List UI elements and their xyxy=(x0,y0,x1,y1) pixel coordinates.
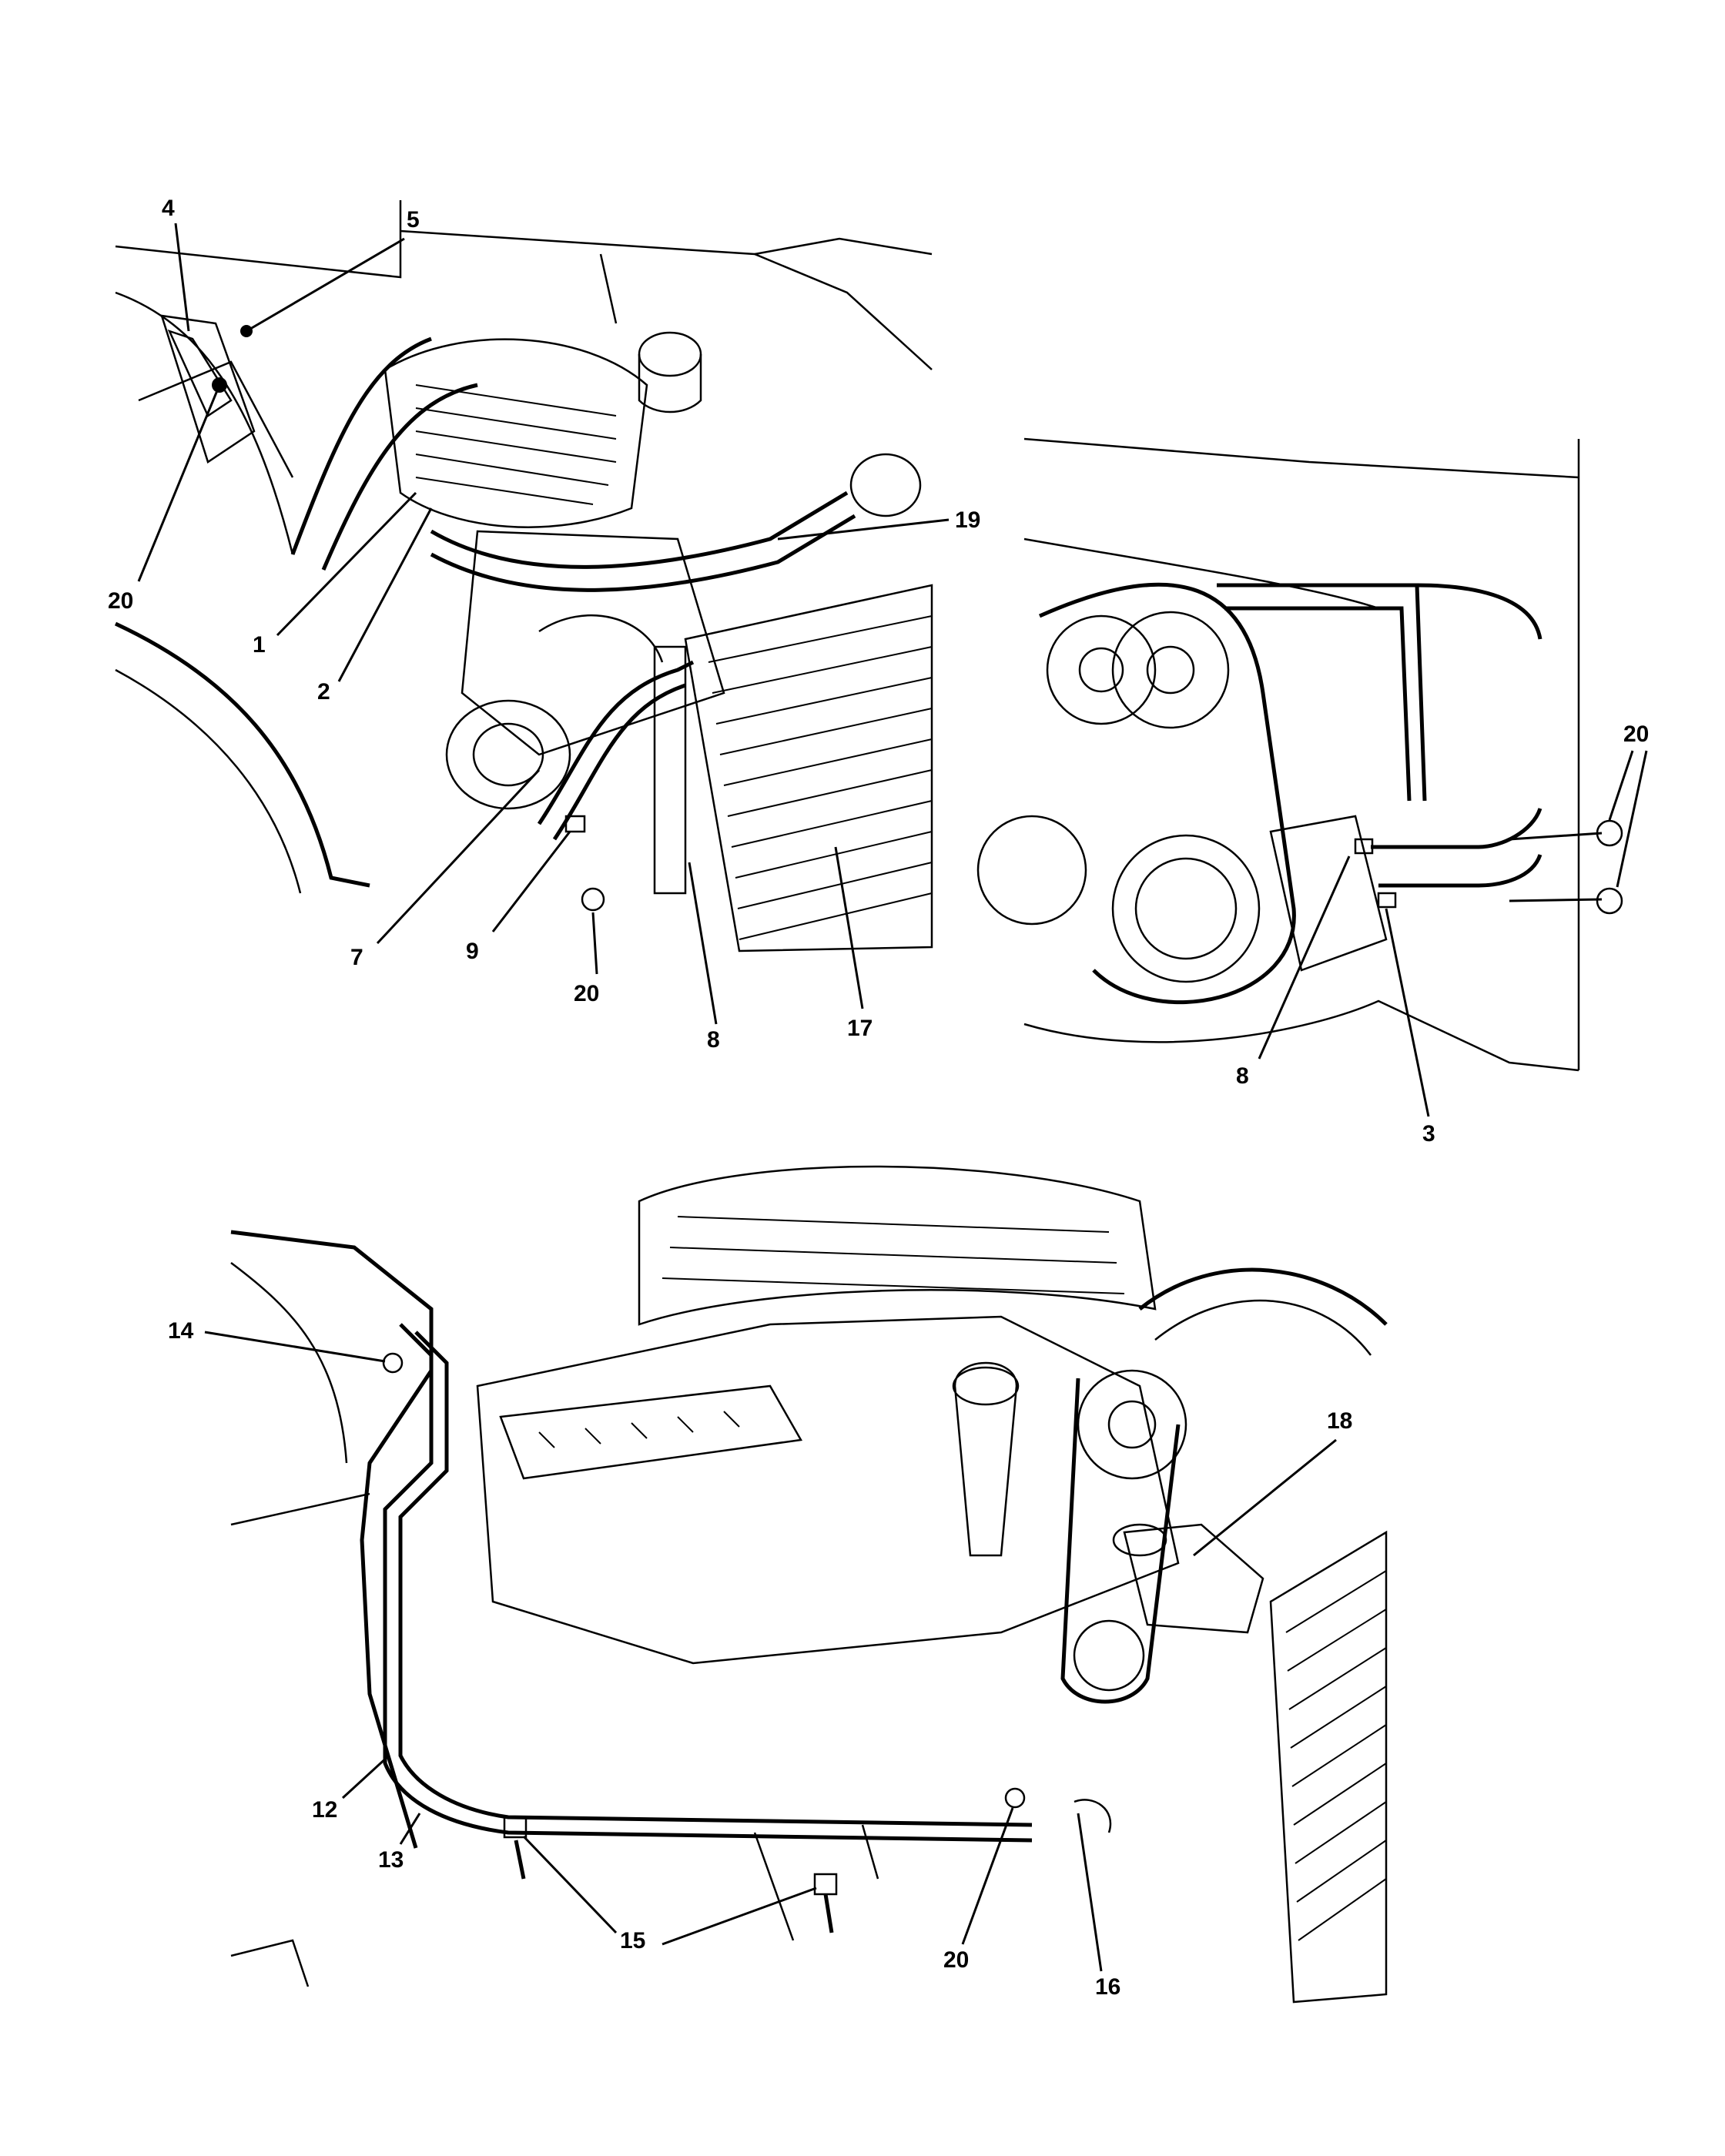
callout-17: 17 xyxy=(847,1016,873,1041)
callout-20-upper-left-b: 20 xyxy=(574,981,599,1006)
callouts-upper-left: 4 5 20 1 2 19 7 9 20 8 17 xyxy=(108,196,980,1053)
callout-3: 3 xyxy=(1422,1121,1435,1147)
callout-20-upper-left-a: 20 xyxy=(108,588,133,614)
callout-9: 9 xyxy=(466,939,479,964)
callout-8-upper-right: 8 xyxy=(1236,1063,1249,1089)
callout-16: 16 xyxy=(1095,1974,1120,2000)
callout-15: 15 xyxy=(620,1928,645,1953)
callout-20-upper-right: 20 xyxy=(1623,721,1649,747)
callouts-upper-right: 20 8 3 xyxy=(1236,721,1649,1147)
engine-front-view-lower xyxy=(230,1165,1388,2004)
compressor-detail-view xyxy=(976,437,1623,1072)
callout-5: 5 xyxy=(407,207,420,233)
callout-4: 4 xyxy=(162,196,175,221)
callout-7: 7 xyxy=(350,945,363,970)
callout-12: 12 xyxy=(312,1797,337,1823)
callout-1: 1 xyxy=(253,632,266,658)
callout-19: 19 xyxy=(955,507,980,533)
callout-18: 18 xyxy=(1327,1408,1352,1434)
callout-8-upper-left: 8 xyxy=(707,1027,720,1053)
callout-20-lower: 20 xyxy=(943,1947,969,1973)
callout-2: 2 xyxy=(317,679,330,705)
engine-bay-view-upper-left xyxy=(114,200,933,952)
callout-14: 14 xyxy=(168,1318,194,1344)
callout-13: 13 xyxy=(378,1847,404,1873)
callouts-lower: 14 18 12 13 15 20 16 xyxy=(168,1318,1352,2000)
